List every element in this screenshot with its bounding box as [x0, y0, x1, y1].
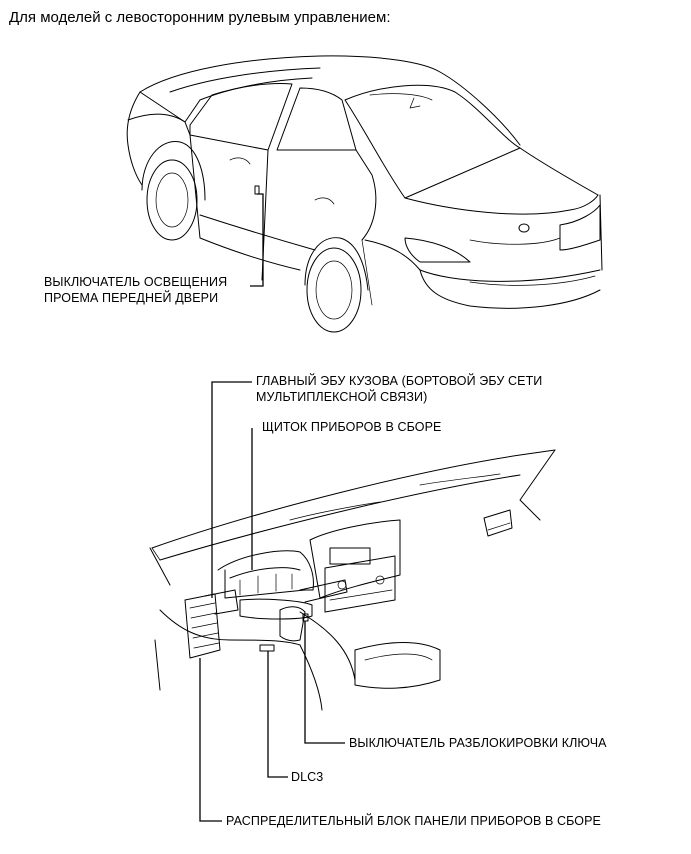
- leader-main-ecu: [211, 381, 252, 598]
- car-illustration: [126, 55, 603, 333]
- meter-assembly-label: ЩИТОК ПРИБОРОВ В СБОРЕ: [262, 420, 442, 434]
- leader-junction-block: [199, 658, 222, 822]
- page-title: Для моделей с левосторонним рулевым упра…: [9, 9, 391, 26]
- door-light-switch-label: ВЫКЛЮЧАТЕЛЬ ОСВЕЩЕНИЯ ПРОЕМА ПЕРЕДНЕЙ ДВ…: [44, 275, 228, 305]
- dlc3-label: DLC3: [291, 770, 324, 784]
- key-unlock-switch-label: ВЫКЛЮЧАТЕЛЬ РАЗБЛОКИРОВКИ КЛЮЧА: [349, 736, 607, 750]
- leader-unlock-switch: [304, 621, 345, 744]
- leader-lines: [199, 193, 345, 822]
- main-body-ecu-label: ГЛАВНЫЙ ЭБУ КУЗОВА (БОРТОВОЙ ЭБУ СЕТИ МУ…: [256, 374, 543, 404]
- dashboard-illustration: [149, 449, 556, 711]
- junction-block-label: РАСПРЕДЕЛИТЕЛЬНЫЙ БЛОК ПАНЕЛИ ПРИБОРОВ В…: [226, 814, 601, 828]
- leader-door-switch: [250, 193, 264, 287]
- leader-dlc3: [267, 651, 288, 778]
